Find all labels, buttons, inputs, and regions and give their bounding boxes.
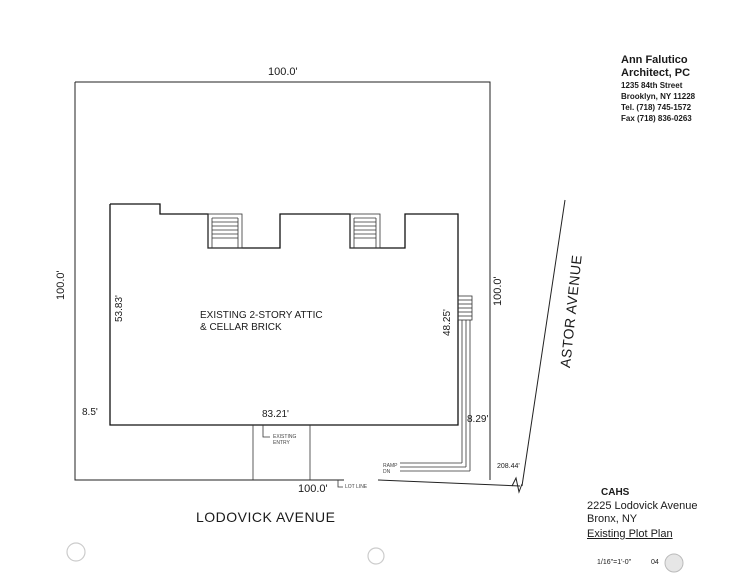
ramp bbox=[400, 320, 471, 472]
building-width-dimension: 83.21' bbox=[262, 409, 289, 420]
project-address2: Bronx, NY bbox=[587, 513, 638, 525]
existing-entry-label-line1: EXISTING bbox=[273, 434, 297, 440]
corner-dimension: 208.44' bbox=[497, 463, 520, 470]
smudge-right bbox=[664, 553, 684, 573]
client-name: CAHS bbox=[601, 487, 630, 498]
lot-outline-bottom-right bbox=[377, 479, 521, 487]
top-dimension: 100.0' bbox=[268, 66, 298, 78]
lot-line-leader bbox=[337, 480, 343, 488]
smudge-center bbox=[367, 547, 385, 565]
ramp-label-line1: RAMP bbox=[383, 463, 398, 469]
architect-fax: Fax (718) 836-0263 bbox=[621, 114, 692, 123]
building-label-line2: & CELLAR BRICK bbox=[200, 322, 282, 333]
architect-name: Ann Falutico bbox=[621, 54, 688, 66]
sheet-number: 04 bbox=[651, 559, 659, 566]
lot-outline bbox=[75, 81, 491, 480]
project-address1: 2225 Lodovick Avenue bbox=[587, 500, 698, 512]
lot-outline-left bbox=[74, 82, 344, 481]
left-dimension: 100.0' bbox=[55, 270, 67, 300]
architect-address2: Brooklyn, NY 11228 bbox=[621, 92, 696, 101]
existing-entry-label-line2: ENTRY bbox=[273, 440, 290, 446]
architect-address1: 1235 84th Street bbox=[621, 81, 683, 90]
break-mark bbox=[511, 476, 523, 494]
right-dimension: 100.0' bbox=[492, 276, 504, 306]
stairs-top-left bbox=[207, 213, 243, 249]
building-right-dimension: 48.25' bbox=[442, 309, 453, 336]
drawing-title: Existing Plot Plan bbox=[587, 528, 673, 540]
right-setback-dimension: 8.29' bbox=[467, 414, 489, 425]
architect-firm: Architect, PC bbox=[621, 67, 691, 79]
astor-avenue-line bbox=[521, 199, 566, 487]
architect-tel: Tel. (718) 745-1572 bbox=[621, 103, 692, 112]
smudge-left bbox=[66, 542, 86, 562]
stairs-top-right bbox=[349, 213, 381, 249]
entry-walk bbox=[252, 425, 311, 480]
building-label-line1: EXISTING 2-STORY ATTIC bbox=[200, 310, 323, 321]
building-left-dimension: 53.83' bbox=[114, 295, 125, 322]
street-lodovick-avenue: LODOVICK AVENUE bbox=[196, 509, 336, 525]
drawing-scale: 1/16"=1'-0" bbox=[597, 559, 632, 566]
bottom-dimension: 100.0' bbox=[298, 483, 328, 495]
left-setback-dimension: 8.5' bbox=[82, 407, 98, 418]
lot-line-label: LOT LINE bbox=[345, 484, 368, 490]
stairs-right-side bbox=[457, 295, 473, 321]
ramp-label-line2: DN bbox=[383, 469, 391, 475]
